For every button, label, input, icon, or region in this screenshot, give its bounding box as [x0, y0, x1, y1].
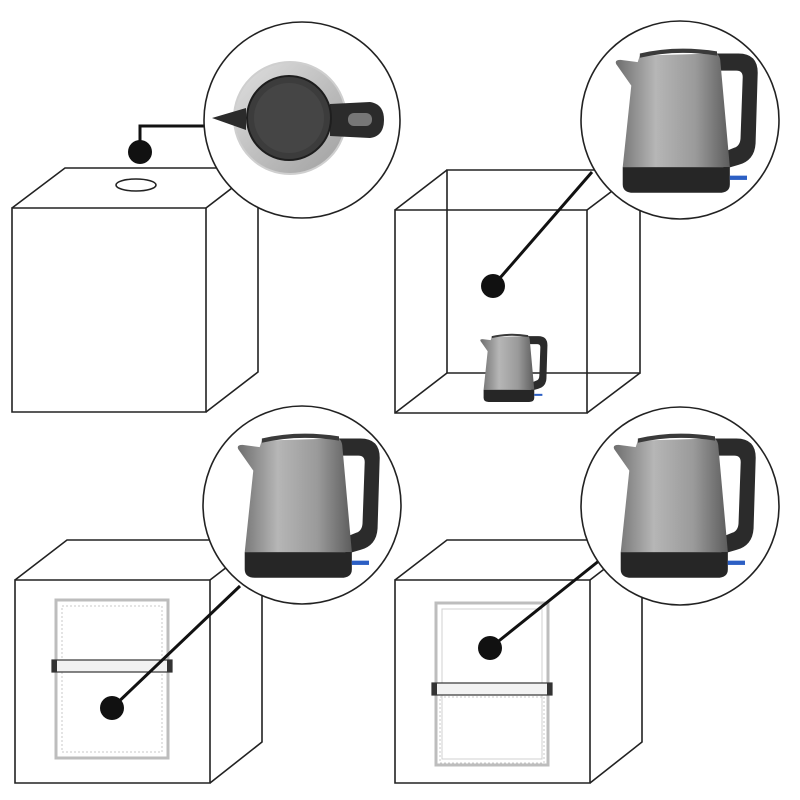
magnifier-circle — [580, 406, 780, 606]
callout-dot-icon — [100, 584, 242, 720]
panel-side-view-flap-open — [394, 406, 780, 784]
panel-top-view — [11, 21, 401, 413]
kettle-top-view-icon — [212, 61, 384, 175]
callout-dot-icon — [478, 558, 601, 660]
kettle-icon — [480, 333, 548, 402]
callout-dot-icon — [481, 171, 594, 298]
panel-side-view-wireframe — [394, 20, 780, 414]
box-wireframe — [394, 169, 641, 414]
panel-side-view-flap-closed — [14, 405, 402, 784]
box-closed — [11, 167, 261, 413]
box-front — [394, 539, 645, 784]
box-window-frame — [51, 598, 173, 760]
box-top-hole — [115, 178, 157, 192]
callout-dot-icon — [128, 124, 210, 164]
magnifier-circle — [580, 20, 780, 220]
magnifier-circle — [202, 405, 402, 605]
box-window-frame — [431, 601, 553, 767]
magnifier-circle — [203, 21, 401, 219]
